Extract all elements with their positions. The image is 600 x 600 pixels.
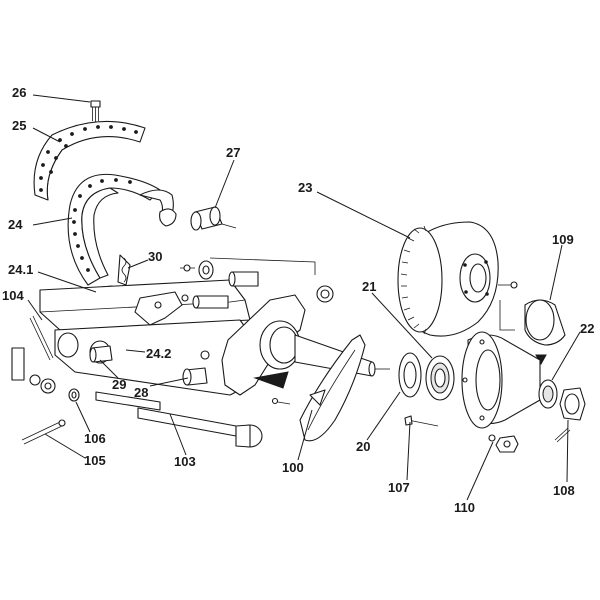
part-wheel-hub (404, 331, 541, 429)
part-dust-shield-100 (299, 334, 366, 442)
part-bushing-29 (89, 345, 113, 363)
part-hub-cap-109 (499, 299, 566, 366)
callout-23: 23 (298, 180, 312, 195)
part-spring-30 (117, 254, 131, 286)
part-axle-beam (39, 279, 259, 396)
part-axle-nut-108 (554, 387, 586, 443)
callout-109: 109 (552, 232, 574, 247)
part-outer-bearing-22 (538, 379, 558, 409)
part-shaft-103 (95, 391, 263, 448)
callout-110: 110 (454, 500, 475, 515)
callout-29: 29 (112, 377, 126, 392)
callout-25: 25 (12, 118, 26, 133)
part-camshaft-components (180, 257, 334, 309)
part-seal-20 (398, 352, 422, 398)
part-lever-104 (11, 315, 56, 394)
part-washer-106 (68, 388, 80, 402)
callout-108: 108 (553, 483, 575, 498)
callout-30: 30 (148, 249, 162, 264)
callout-labels: 26 25 27 24 23 109 30 24.1 104 21 22 24.… (2, 85, 594, 515)
callout-100: 100 (282, 460, 304, 475)
callout-24-2: 24.2 (146, 346, 171, 361)
part-brake-drum-23 (397, 221, 518, 337)
callout-106: 106 (84, 431, 106, 446)
part-bushing-27 (159, 206, 237, 231)
callout-22: 22 (580, 321, 594, 336)
part-bolt-26 (90, 100, 101, 123)
part-bushing-28 (182, 350, 210, 386)
leader-lines (27, 94, 581, 501)
callout-104: 104 (2, 288, 24, 303)
part-brake-lining-25 (33, 120, 146, 201)
callout-105: 105 (84, 453, 106, 468)
callout-28: 28 (134, 385, 148, 400)
callout-103: 103 (174, 454, 196, 469)
part-bearing-21 (425, 355, 455, 401)
callout-20: 20 (356, 439, 370, 454)
callout-21: 21 (362, 279, 376, 294)
callout-24-1: 24.1 (8, 262, 33, 277)
callout-27: 27 (226, 145, 240, 160)
callout-107: 107 (388, 480, 410, 495)
callout-24: 24 (8, 217, 23, 232)
part-wheel-nut-110 (488, 434, 519, 453)
callout-26: 26 (12, 85, 26, 100)
part-cotter-pin-105 (21, 419, 66, 445)
